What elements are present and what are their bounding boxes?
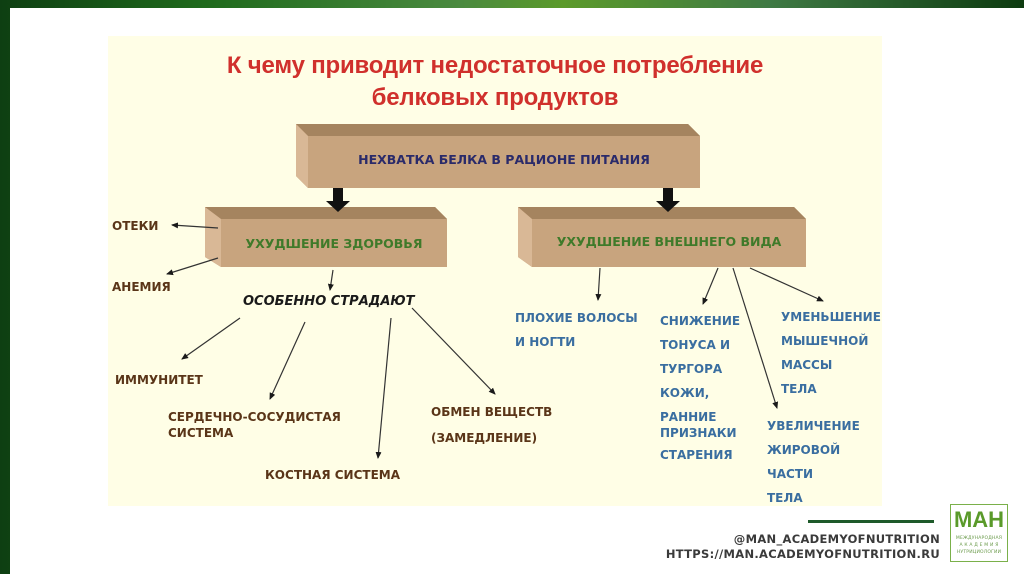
label-cardio: СЕРДЕЧНО-СОСУДИСТАЯ СИСТЕМА: [168, 409, 341, 441]
label-skin: СНИЖЕНИЕ ТОНУСА И ТУРГОРА КОЖИ, РАННИЕ П…: [660, 309, 740, 467]
label-bone: КОСТНАЯ СИСТЕМА: [265, 468, 401, 482]
root-box-shape: [296, 124, 700, 188]
label-metabolism: ОБМЕН ВЕЩЕСТВ (ЗАМЕДЛЕНИЕ): [431, 404, 552, 446]
root-label: НЕХВАТКА БЕЛКА В РАЦИОНЕ ПИТАНИЯ: [358, 152, 650, 167]
title-line-2: белковых продуктов: [371, 84, 619, 111]
footer-divider: [808, 520, 934, 523]
logo-subtitle: МЕЖДУНАРОДНАЯ А К А Д Е М И Я НУТРИЦИОЛО…: [953, 535, 1005, 556]
label-skin-line-3: ТУРГОРА: [660, 362, 723, 376]
health-label: УХУДШЕНИЕ ЗДОРОВЬЯ: [245, 236, 423, 251]
footer-url[interactable]: HTTPS://MAN.ACADEMYOFNUTRITION.RU: [665, 547, 940, 561]
appearance-box-shape: [518, 207, 806, 267]
appearance-label: УХУДШЕНИЕ ВНЕШНЕГО ВИДА: [556, 234, 782, 249]
label-fat-line-3: ЧАСТИ: [767, 467, 814, 481]
label-immunity: ИММУНИТЕТ: [115, 373, 203, 387]
label-skin-line-7: СТАРЕНИЯ: [660, 448, 733, 462]
root-box: НЕХВАТКА БЕЛКА В РАЦИОНЕ ПИТАНИЯ: [296, 124, 700, 188]
label-hair-line-2: И НОГТИ: [515, 335, 576, 349]
label-metabolism-line-2: (ЗАМЕДЛЕНИЕ): [431, 431, 538, 445]
label-hair-line-1: ПЛОХИЕ ВОЛОСЫ: [515, 311, 638, 325]
footer-handle[interactable]: @MAN_ACADEMYOFNUTRITION: [733, 532, 940, 546]
label-fat: УВЕЛИЧЕНИЕ ЖИРОВОЙ ЧАСТИ ТЕЛА: [767, 414, 860, 510]
label-muscle-line-1: УМЕНЬШЕНИЕ: [781, 310, 881, 324]
logo-sub-line-3: НУТРИЦИОЛОГИИ: [956, 550, 1002, 555]
health-box: УХУДШЕНИЕ ЗДОРОВЬЯ: [205, 207, 447, 267]
label-oteki: ОТЕКИ: [112, 219, 159, 233]
label-cardio-line-2: СИСТЕМА: [168, 426, 234, 440]
label-skin-line-2: ТОНУСА И: [660, 338, 730, 352]
label-cardio-line-1: СЕРДЕЧНО-СОСУДИСТАЯ: [168, 410, 341, 424]
logo-sub-line-1: МЕЖДУНАРОДНАЯ: [955, 536, 1003, 541]
label-hair: ПЛОХИЕ ВОЛОСЫ И НОГТИ: [515, 306, 638, 354]
diagram-title: К чему приводит недостаточное потреблени…: [108, 50, 882, 114]
label-fat-line-2: ЖИРОВОЙ: [767, 443, 841, 457]
label-skin-line-1: СНИЖЕНИЕ: [660, 314, 741, 328]
label-fat-line-4: ТЕЛА: [767, 491, 803, 505]
label-muscle-line-2: МЫШЕЧНОЙ: [781, 334, 869, 348]
label-fat-line-1: УВЕЛИЧЕНИЕ: [767, 419, 860, 433]
label-skin-line-5: РАННИЕ: [660, 410, 717, 424]
appearance-box: УХУДШЕНИЕ ВНЕШНЕГО ВИДА: [518, 207, 806, 267]
label-skin-line-6: ПРИЗНАКИ: [660, 426, 737, 440]
label-anemia: АНЕМИЯ: [112, 280, 171, 294]
label-muscle-line-4: ТЕЛА: [781, 382, 817, 396]
logo-sub-line-2: А К А Д Е М И Я: [959, 543, 999, 548]
health-box-shape: [205, 207, 447, 267]
title-line-1: К чему приводит недостаточное потреблени…: [226, 52, 764, 79]
label-suffer: ОСОБЕННО СТРАДАЮТ: [243, 294, 415, 309]
label-skin-line-4: КОЖИ,: [660, 386, 710, 400]
label-muscle-line-3: МАССЫ: [781, 358, 833, 372]
label-metabolism-line-1: ОБМЕН ВЕЩЕСТВ: [431, 405, 553, 419]
label-muscle: УМЕНЬШЕНИЕ МЫШЕЧНОЙ МАССЫ ТЕЛА: [781, 305, 881, 401]
academy-logo: МАН МЕЖДУНАРОДНАЯ А К А Д Е М И Я НУТРИЦ…: [950, 504, 1008, 562]
logo-mark: МАН: [953, 507, 1005, 532]
